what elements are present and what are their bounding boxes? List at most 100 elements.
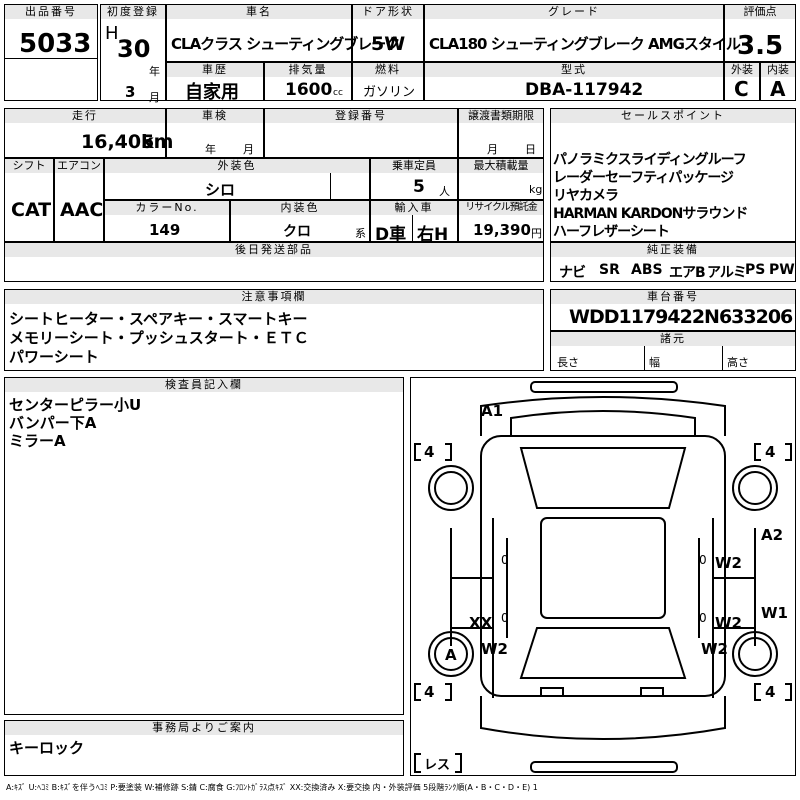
sales-points-header: セールスポイント [551, 109, 795, 123]
door-header: ドア形状 [353, 5, 423, 19]
mark-zero: 0 [501, 611, 509, 625]
mark-right-front-fender: A2 [761, 526, 783, 544]
import-type: D車 [375, 225, 407, 245]
sales-points-box: セールスポイント パノラミクスライディングルーフ レーダーセーフティパッケージ … [550, 108, 796, 242]
genuine-header: 純正装備 [551, 243, 795, 257]
grade-header: グレード [425, 5, 723, 19]
capacity-value: 5 [413, 177, 425, 197]
displacement-header: 排気量 [265, 63, 351, 77]
inspection-year: 年 [205, 143, 216, 156]
mark-left-rear-fender: W2 [481, 640, 508, 658]
sales-point-item: ハーフレザーシート [553, 224, 670, 240]
dim-height: 高さ [727, 356, 749, 369]
mark-zero: 0 [501, 553, 509, 567]
displacement-cell: 排気量 1600 cc [264, 62, 352, 101]
sales-point-item: レーダーセーフティパッケージ [553, 170, 734, 186]
shift-value: CAT [11, 199, 52, 221]
mark-right-rear-door: W2 [715, 614, 742, 632]
int-color-value: クロ [283, 224, 311, 240]
genuine-cell: 純正装備 ナビ SR ABS エアB アルミ PS PW [550, 242, 796, 282]
tire-rr-label: 4 [765, 683, 775, 701]
genuine-item: PS [745, 262, 766, 278]
score-header: 評価点 [725, 5, 795, 19]
chassis-cell: 車台番号 WDD1179422N633206 [550, 289, 796, 331]
grade-cell: グレード CLA180 シューティングブレーク AMGスタイル [424, 4, 741, 62]
genuine-item: アルミ [707, 265, 747, 281]
steering-value: 右H [417, 225, 449, 245]
car-name-header: 車名 [167, 5, 351, 19]
lot-no-cell: 出品番号 5033 [4, 4, 98, 101]
door-cell: ドア形状 5W [352, 4, 424, 62]
color-no-value: 149 [149, 221, 181, 239]
fuel-value: ガソリン [363, 85, 416, 100]
sales-point-item: リヤカメラ [553, 188, 619, 204]
mileage-cell: 走行 16,405 km [4, 108, 173, 158]
fuel-header: 燃料 [353, 63, 423, 77]
sales-point-item: HARMAN KARDONサラウンド [553, 206, 748, 222]
max-load-header: 最大積載量 [459, 159, 543, 173]
aircon-value: AAC [60, 199, 104, 221]
capacity-cell: 乗車定員 5 人 [370, 158, 458, 200]
max-load-cell: 最大積載量 kg [458, 158, 544, 200]
reg-no-cell: 登録番号 [264, 108, 458, 158]
exterior-cell: 外装 C [724, 62, 760, 101]
mileage-header: 走行 [5, 109, 165, 123]
car-name-cell: 車名 CLAクラス シューティングブレーク [166, 4, 400, 62]
grade-value: CLA180 シューティングブレーク AMGスタイル [429, 35, 741, 53]
reg-no-header: 登録番号 [265, 109, 457, 123]
notes-line: シートヒーター・スペアキー・スマートキー [9, 310, 308, 328]
chassis-value: WDD1179422N633206 [569, 306, 793, 328]
inspector-header: 検査員記入欄 [5, 378, 403, 392]
exterior-header: 外装 [725, 63, 759, 77]
mileage-unit: km [141, 131, 174, 153]
doc-month: 月 [487, 143, 498, 156]
inspection-month: 月 [243, 143, 254, 156]
history-cell: 車歴 自家用 [166, 62, 264, 103]
sales-point-item: パノラミクスライディングルーフ [553, 152, 747, 168]
genuine-item: エアB [669, 265, 706, 281]
genuine-item: ナビ [559, 265, 586, 281]
later-parts-header: 後日発送部品 [5, 243, 543, 257]
era-value: H [105, 23, 119, 44]
color-no-header: カラーNo. [105, 201, 229, 215]
mark-zero: 0 [699, 553, 707, 567]
capacity-header: 乗車定員 [371, 159, 457, 173]
month-value: 3 [125, 83, 136, 101]
recycle-unit: 円 [531, 227, 542, 240]
mark-zero: 0 [699, 611, 707, 625]
inspector-line: バンパー下A [9, 414, 97, 432]
shift-header: シフト [5, 159, 53, 173]
car-diagram: 4 4 4 4 レス A1 A2 W2 W1 W2 W2 XX W2 A 0 0… [414, 381, 792, 773]
mark-front-bumper: A1 [481, 402, 503, 420]
int-color-header: 内装色 [231, 201, 369, 215]
notes-box: 注意事項欄 シートヒーター・スペアキー・スマートキー メモリーシート・プッシュス… [4, 289, 544, 371]
inspector-line: センターピラー小U [9, 396, 142, 414]
inspector-box: 検査員記入欄 センターピラー小U バンパー下A ミラーA [4, 377, 404, 715]
ext-color-header: 外装色 [105, 159, 369, 173]
genuine-item: SR [599, 262, 620, 278]
chassis-header: 車台番号 [551, 290, 795, 304]
year-value: 30 [117, 35, 151, 63]
int-color-cell: 内装色 クロ 系 [230, 200, 370, 242]
tire-fr-label: 4 [765, 443, 775, 461]
history-value: 自家用 [185, 82, 239, 103]
month-unit: 月 [149, 91, 160, 104]
genuine-item: ABS [631, 262, 663, 278]
import-cell: 輸入車 D車 右H [370, 200, 458, 245]
wheel-fl [428, 465, 474, 511]
history-header: 車歴 [167, 63, 263, 77]
lot-no-header: 出品番号 [5, 5, 97, 19]
notes-header: 注意事項欄 [5, 290, 543, 304]
tire-fl-label: 4 [424, 443, 434, 461]
dims-header: 諸元 [551, 332, 795, 346]
mileage-value: 16,405 [81, 131, 155, 153]
interior-cell: 内装 A [760, 62, 796, 101]
inspection-cell: 車検 年 月 [166, 108, 264, 158]
fuel-cell: 燃料 ガソリン [352, 62, 424, 101]
displacement-value: 1600 [285, 80, 333, 100]
dim-length: 長さ [557, 356, 579, 369]
mark-right-pillar: W1 [761, 604, 788, 622]
aircon-cell: エアコン AAC [54, 158, 104, 242]
recycle-cell: リサイクル預託金 19,390 円 [458, 200, 544, 242]
ext-color-cell: 外装色 シロ [104, 158, 370, 200]
